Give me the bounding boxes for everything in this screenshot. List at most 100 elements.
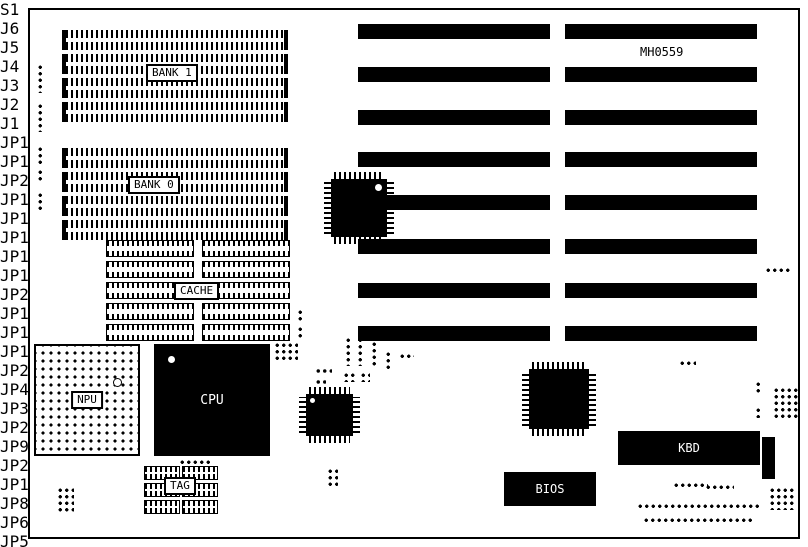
cache-chip	[106, 303, 194, 320]
tag-sram-chip	[144, 500, 180, 514]
connector-j1	[764, 266, 792, 275]
pin1-dot	[168, 356, 175, 363]
simm-socket	[62, 30, 288, 50]
callout-j1: J1	[0, 114, 20, 133]
isa-slot-segment	[358, 283, 550, 298]
qfp-pins-top	[532, 362, 586, 369]
jumper-pads-jp12	[384, 350, 392, 370]
pin1-dot	[113, 378, 122, 387]
qfp-pins-bottom	[334, 237, 384, 244]
bank0-label: BANK 0	[128, 176, 180, 194]
callout-jp5: JP5	[0, 532, 29, 547]
qfp-pins-right	[387, 182, 394, 234]
kbd-label: KBD	[678, 441, 700, 455]
jumper-pads-jp3	[754, 406, 762, 418]
isa-slot-segment	[565, 239, 757, 254]
cache-chip	[202, 282, 290, 299]
callout-j6: J6	[0, 19, 20, 38]
isa-slot-segment	[565, 24, 757, 39]
chipset-qfp-1	[324, 172, 394, 244]
callout-j3: J3	[0, 76, 20, 95]
jumper-pads-jp13	[370, 340, 378, 366]
cache-label: CACHE	[174, 282, 220, 300]
jumper-pads-jp1	[704, 483, 734, 491]
jumper-pads-jp21	[342, 371, 356, 382]
jumper-block-jp5-jp8	[56, 486, 74, 514]
callout-j4: J4	[0, 57, 20, 76]
qfp-pins-left	[324, 182, 331, 234]
tag-sram-chip	[182, 466, 218, 480]
isa-slot-segment	[565, 195, 757, 210]
part-number: MH0559	[640, 45, 684, 59]
cache-chip	[202, 303, 290, 320]
callout-jp6: JP6	[0, 513, 29, 532]
callout-jp9: JP9	[0, 437, 29, 456]
cache-chip	[202, 324, 290, 341]
qfp-pins-left	[299, 397, 306, 433]
cache-chip	[202, 261, 290, 278]
jumper-pads-jp16	[314, 377, 326, 384]
simm-socket	[62, 102, 288, 122]
callout-s1: S1	[0, 0, 20, 19]
jumper-pads-jp15	[344, 336, 352, 366]
simm-socket	[62, 78, 288, 98]
qfp-body	[529, 369, 589, 429]
io-header-row	[642, 516, 754, 524]
tag-label: TAG	[164, 477, 196, 495]
callout-jp8: JP8	[0, 494, 29, 513]
isa-slot-segment	[358, 239, 550, 254]
isa-slot-segment	[565, 326, 757, 341]
isa-slot-segment	[565, 67, 757, 82]
io-header-row	[636, 502, 760, 511]
callout-j5: J5	[0, 38, 20, 57]
qfp-pins-right	[353, 397, 360, 433]
isa-slot-segment	[358, 326, 550, 341]
isa-slot-segment	[358, 24, 550, 39]
cache-chip	[202, 240, 290, 257]
cache-chip	[106, 324, 194, 341]
jumper-pads-jp20	[273, 341, 298, 363]
jumper-pads-jp10	[359, 371, 370, 382]
tag-sram-chip	[182, 500, 218, 514]
qfp-pins-top	[309, 387, 350, 394]
bios-chip: BIOS	[504, 472, 596, 506]
qfp-pins-bottom	[309, 436, 350, 443]
jumper-pads-jp18	[296, 308, 304, 322]
connector-j2	[36, 191, 45, 211]
kbd-controller-chip: KBD	[618, 431, 760, 465]
keyboard-connector	[762, 437, 775, 479]
corner-connector	[768, 486, 796, 510]
chipset-qfp-3	[522, 362, 596, 436]
bank1-label: BANK 1	[146, 64, 198, 82]
callout-jp4: JP4	[0, 380, 29, 399]
power-connector	[772, 386, 798, 420]
npu-label: NPU	[71, 391, 103, 409]
tag-sram-chip	[144, 466, 180, 480]
simm-socket	[62, 148, 288, 168]
isa-slot-segment	[565, 110, 757, 125]
connector-j4	[36, 145, 45, 165]
qfp-pins-right	[589, 372, 596, 426]
bios-label: BIOS	[535, 482, 565, 496]
jumper-pads-jp2	[672, 481, 708, 490]
callout-j2: J2	[0, 95, 20, 114]
chipset-qfp-2	[299, 387, 360, 443]
callout-jp2: JP2	[0, 456, 29, 475]
callout-jp3: JP3	[0, 399, 29, 418]
cpu-chip: CPU	[154, 344, 270, 456]
callout-jp1: JP1	[0, 475, 29, 494]
pin1-dot	[375, 184, 382, 191]
qfp-pins-bottom	[532, 429, 586, 436]
cpu-label: CPU	[200, 392, 224, 408]
cache-chip	[106, 282, 194, 299]
cache-chip	[106, 240, 194, 257]
jumper-pads-jp11	[398, 352, 414, 360]
isa-slot-segment	[358, 67, 550, 82]
connector-j5	[36, 102, 45, 132]
jumper-pads-jp14	[356, 336, 364, 366]
simm-socket	[62, 196, 288, 216]
isa-slot-segment	[565, 152, 757, 167]
jumper-pads-jp4	[754, 380, 762, 394]
cache-chip	[106, 261, 194, 278]
